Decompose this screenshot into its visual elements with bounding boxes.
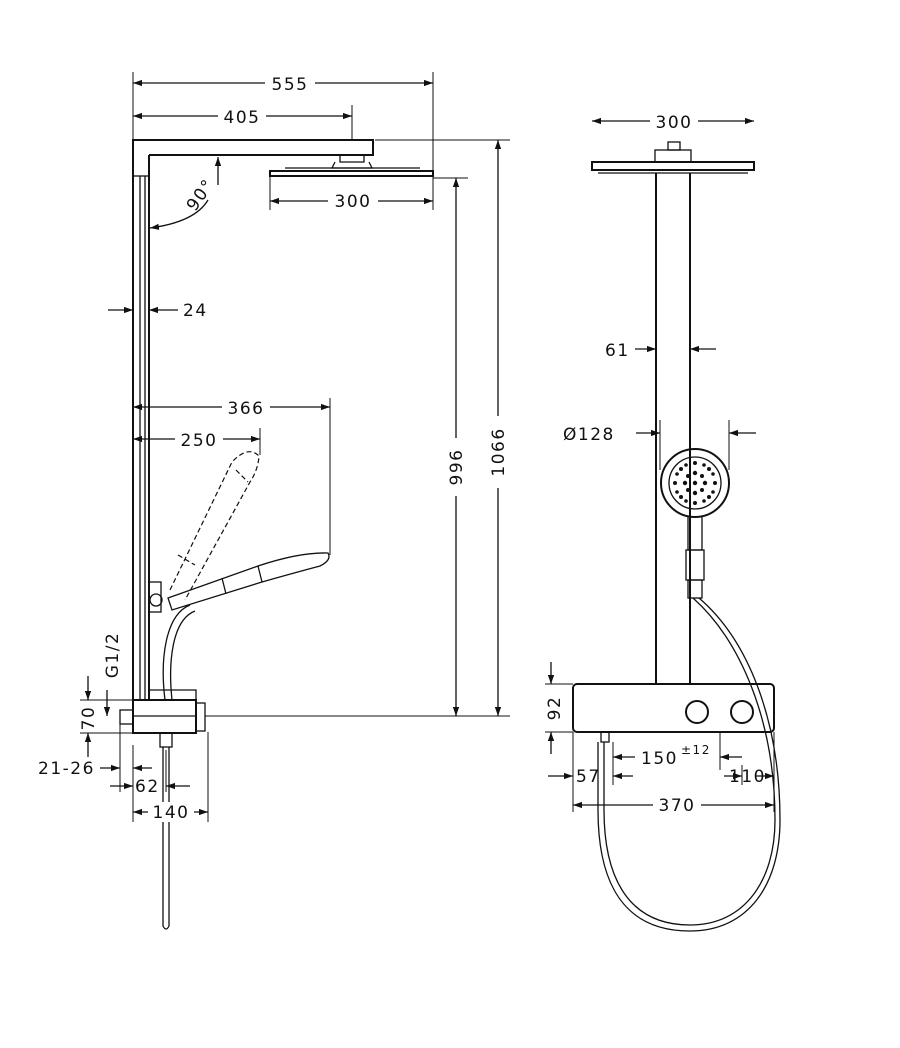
dim-wall-gap: 21-26 [38,759,95,779]
dim-inlet-depth: 62 [135,777,160,797]
dim-body-width: 370 [659,796,696,816]
front-view: 300 61 Ø128 92 150 ±12 57 110 370 [545,110,781,932]
hand-shower-upright [169,451,260,601]
dim-inlet-tolerance: ±12 [681,743,711,757]
dim-left-offset: 57 [576,767,601,787]
dim-inlet-spacing: 150 [641,749,678,769]
dim-head-width-front: 300 [656,113,693,133]
dim-head-width: 300 [335,192,372,212]
overhead-shower-head-front [591,141,755,174]
thermostat-body-side [119,689,206,930]
angle-marker [149,157,222,230]
dim-angle: 90° [183,175,219,215]
dim-outlet-height: 996 [447,449,467,486]
hose-front [597,597,781,932]
rail [132,140,150,700]
dim-hand-reach-max: 366 [228,399,265,419]
hand-shower-holder [148,581,163,613]
thermostat-body-front [572,683,775,743]
dim-handshower-diameter: Ø128 [563,425,615,445]
overhead-shower-head [269,167,434,177]
hand-shower-tilted [167,552,330,611]
dim-hand-reach-min: 250 [181,431,218,451]
dim-body-depth: 140 [153,803,190,823]
hand-shower-front [660,448,730,599]
dim-rail-depth: 24 [183,301,208,321]
dim-total-width: 555 [272,75,309,95]
spray-nozzles [673,461,717,505]
hand-shower-hose [162,604,196,701]
dim-total-height: 1066 [489,427,509,476]
side-view: 555 405 300 90° 24 366 250 996 1066 G1/2… [38,72,510,930]
dim-pipe-width: 61 [605,341,630,361]
dim-body-height: 92 [545,696,565,721]
dim-inlet-offset: 70 [79,706,99,731]
rail-front [655,173,691,684]
dim-arm-length: 405 [224,108,261,128]
dim-right-offset: 110 [729,767,766,787]
dim-thread: G1/2 [103,632,123,679]
